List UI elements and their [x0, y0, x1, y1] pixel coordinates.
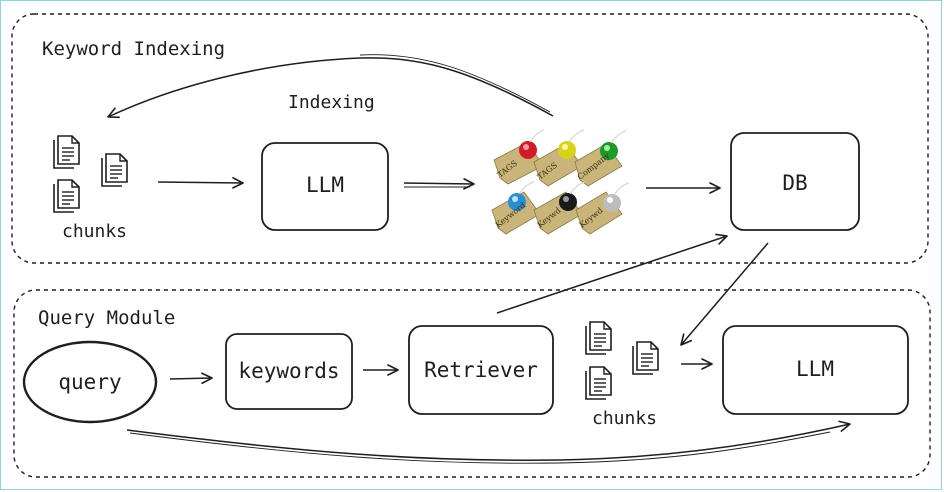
indexing-chunks-icon	[53, 135, 128, 213]
query-llm-box	[722, 325, 909, 415]
tag-yellow-icon: TAGS	[533, 129, 585, 187]
indexing-chunks-label: chunks	[62, 221, 127, 242]
query-label: query	[58, 370, 121, 394]
db-box	[730, 132, 860, 231]
indexing-label: Indexing	[288, 92, 375, 113]
indexing-llm-label: LLM	[306, 173, 344, 197]
db-to-chunks-arrow	[680, 242, 769, 346]
llm-to-tags-arrow	[403, 178, 475, 190]
tag-red-icon: TAGS	[493, 129, 545, 185]
tags-to-chunks-feedback-arrow	[107, 57, 554, 119]
retriever-label: Retriever	[424, 358, 538, 382]
query-to-llm-bypass-arrow	[126, 420, 851, 461]
keyword-indexing-section	[11, 13, 929, 264]
chunks-to-llm-arrow	[157, 177, 244, 189]
keywords-box	[225, 333, 353, 410]
db-label: DB	[782, 171, 807, 195]
retriever-box	[408, 325, 554, 415]
keyword-indexing-title: Keyword Indexing	[42, 38, 225, 60]
retriever-to-db-arrow	[496, 233, 728, 314]
tag-blue-icon: Keyword	[491, 181, 541, 235]
query-llm-label: LLM	[796, 357, 834, 381]
keyword-tags-icon: TAGS TAGS Company Keyword Keywd	[491, 129, 630, 235]
tag-green-icon: Company	[574, 130, 627, 187]
tag-gray-icon: Keywd	[575, 182, 630, 235]
query-ellipse	[22, 340, 158, 424]
indexing-llm-box	[261, 142, 389, 231]
query-module-title: Query Module	[38, 307, 175, 329]
query-module-section	[13, 289, 931, 478]
keywords-label: keywords	[238, 359, 339, 383]
query-chunks-label: chunks	[592, 408, 657, 429]
query-to-keywords-arrow	[169, 372, 213, 385]
tag-black-icon: Keywd	[533, 181, 586, 235]
query-chunks-icon	[585, 321, 659, 400]
